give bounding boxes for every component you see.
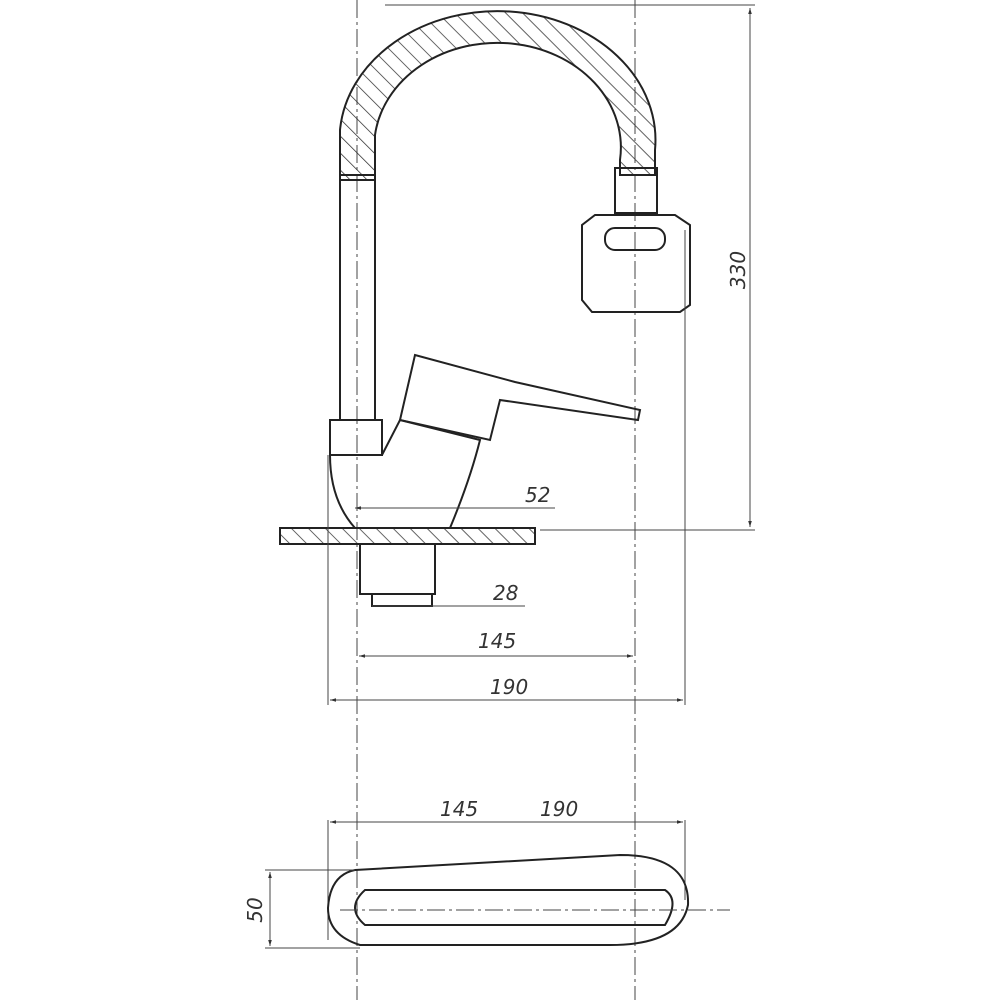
dim-28: 28 <box>493 581 518 605</box>
hose-connector <box>614 167 658 214</box>
top-view-body <box>326 853 690 946</box>
dim-190: 190 <box>490 675 528 699</box>
fixing-nut <box>371 593 433 607</box>
top-dim-145: 145 <box>440 797 478 821</box>
faucet-body <box>328 418 482 529</box>
sink-surface <box>279 527 536 545</box>
dim-145: 145 <box>478 629 516 653</box>
swivel-collar <box>329 419 383 456</box>
flexible-hose <box>339 10 657 181</box>
aerator-head <box>581 214 691 313</box>
mounting-thread <box>359 543 436 595</box>
dim-width: 50 <box>243 897 267 922</box>
dim-52: 52 <box>525 483 550 507</box>
head-button <box>604 227 666 251</box>
top-view-lever <box>354 889 674 926</box>
lever-handle <box>398 353 642 442</box>
top-dim-190: 190 <box>540 797 578 821</box>
dim-height: 330 <box>726 251 750 289</box>
